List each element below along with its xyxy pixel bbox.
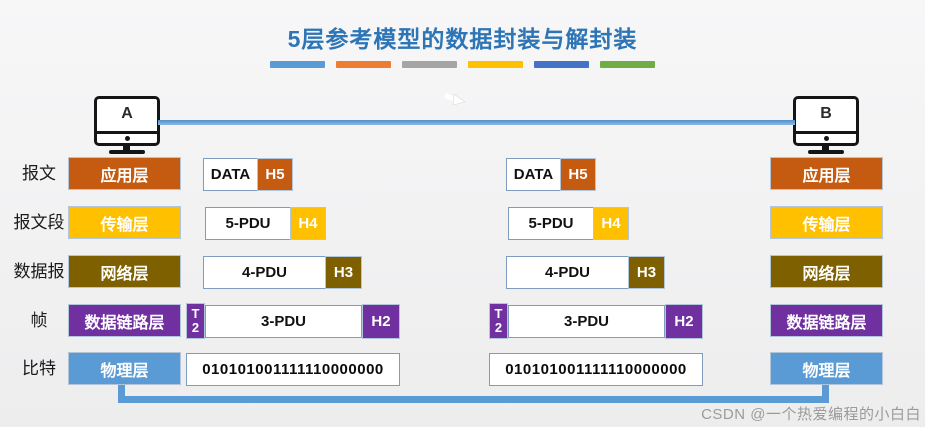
pdu-5pdu-left: 5-PDU (205, 207, 291, 240)
header-h2-left: H2 (362, 304, 400, 339)
trailer-t2-line2: 2 (494, 320, 503, 335)
trailer-t2-line1: T (494, 305, 503, 321)
bits-box-left: 010101001111110000000 (186, 353, 400, 386)
mouse-cursor-icon (443, 92, 466, 106)
accent-dash (534, 61, 589, 68)
header-h2-right: H2 (665, 304, 703, 339)
layer-box-transport-right: 传输层 (770, 206, 883, 239)
unit-label-segment: 报文段 (13, 213, 65, 232)
header-h3-left: H3 (325, 256, 362, 289)
pdu-3pdu-right: 3-PDU (508, 305, 665, 338)
monitor-bar (97, 131, 157, 143)
computer-a-icon: A (94, 96, 160, 146)
monitor-base (109, 150, 145, 154)
pdu-5pdu-right: 5-PDU (508, 207, 594, 240)
pdu-data-left: DATA (203, 158, 258, 191)
pdu-3pdu-left: 3-PDU (205, 305, 362, 338)
layer-box-physical-right: 物理层 (770, 352, 883, 385)
trailer-t2-right: T 2 (489, 303, 508, 339)
unit-label-message: 报文 (22, 164, 56, 183)
computer-b-icon: B (793, 96, 859, 146)
accent-dash (402, 61, 457, 68)
header-h5-left: H5 (257, 158, 293, 191)
layer-box-datalink-right: 数据链路层 (770, 304, 883, 337)
physical-link-right-drop (822, 385, 829, 402)
pdu-data-right: DATA (506, 158, 561, 191)
layer-box-network-right: 网络层 (770, 255, 883, 288)
monitor-base (808, 150, 844, 154)
physical-link-bottom (118, 396, 829, 403)
host-link-line (158, 120, 795, 125)
layer-box-datalink-left: 数据链路层 (68, 304, 181, 337)
layer-box-transport-left: 传输层 (68, 206, 181, 239)
monitor-stand (123, 143, 130, 150)
host-a-label: A (121, 105, 133, 122)
trailer-t2-line1: T (191, 305, 200, 321)
accent-dash (468, 61, 523, 68)
layer-box-application-right: 应用层 (770, 157, 883, 190)
monitor-bar (796, 131, 856, 143)
header-h5-right: H5 (560, 158, 596, 191)
pdu-4pdu-right: 4-PDU (506, 256, 629, 289)
pdu-4pdu-left: 4-PDU (203, 256, 326, 289)
header-h4-right: H4 (593, 207, 629, 240)
header-h4-left: H4 (290, 207, 326, 240)
unit-label-frame: 帧 (30, 311, 48, 330)
layer-box-network-left: 网络层 (68, 255, 181, 288)
monitor-dot (125, 136, 130, 141)
csdn-watermark: CSDN @一个热爱编程的小白白 (701, 406, 921, 423)
layer-box-physical-left: 物理层 (68, 352, 181, 385)
trailer-t2-left: T 2 (186, 303, 205, 339)
accent-dash (600, 61, 655, 68)
trailer-t2-line2: 2 (191, 320, 200, 335)
host-b-label: B (820, 105, 832, 122)
page-title: 5层参考模型的数据封装与解封装 (287, 26, 638, 52)
accent-dash (270, 61, 325, 68)
monitor-dot (824, 136, 829, 141)
unit-label-bit: 比特 (22, 359, 56, 378)
title-underline-dashes (270, 61, 655, 68)
monitor-stand (822, 143, 829, 150)
unit-label-datagram: 数据报 (13, 262, 65, 281)
accent-dash (336, 61, 391, 68)
physical-link-left-drop (118, 385, 125, 402)
bits-box-right: 010101001111110000000 (489, 353, 703, 386)
layer-box-application-left: 应用层 (68, 157, 181, 190)
header-h3-right: H3 (628, 256, 665, 289)
